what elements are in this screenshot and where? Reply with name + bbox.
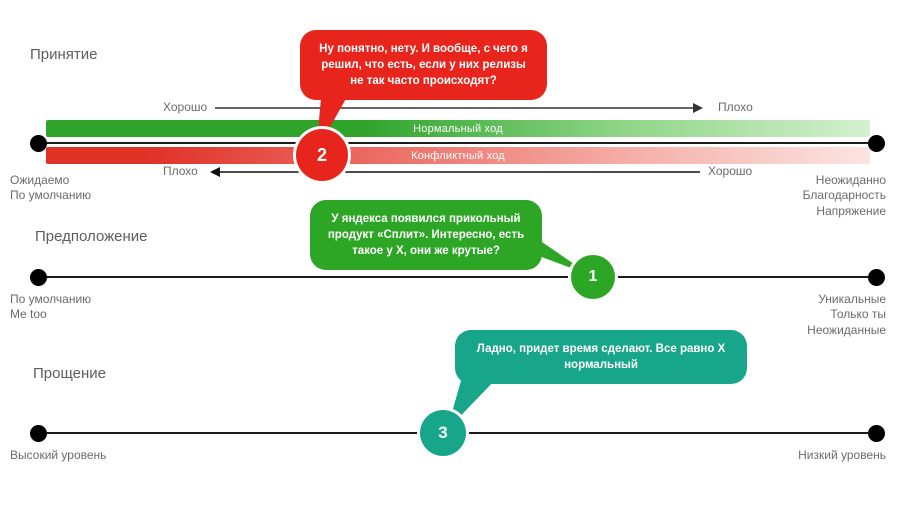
- callout-bubble-red: Ну понятно, нету. И вообще, с чего я реш…: [300, 30, 547, 101]
- callout-bubble-green: У яндекса появился прикольный продукт «С…: [310, 200, 542, 271]
- callout-bubble-teal-text: Ладно, придет время сделают. Все равно X…: [476, 343, 726, 372]
- conflict-course-bar: Конфликтный ход: [46, 147, 870, 164]
- forgiveness-axis-left-dot: [30, 425, 47, 442]
- assumption-axis-line: [38, 276, 876, 278]
- callout-bubble-teal: Ладно, придет время сделают. Все равно X…: [455, 330, 747, 385]
- callout-bubble-red-text: Ну понятно, нету. И вообще, с чего я реш…: [319, 43, 528, 88]
- forgiveness-right-caption: Низкий уровень: [798, 448, 886, 462]
- callout-marker-2-number: 2: [316, 144, 327, 165]
- acceptance-left-caption: Ожидаемо По умолчанию: [10, 173, 92, 203]
- callout-marker-1: 1: [571, 255, 615, 299]
- section-title-forgiveness: Прощение: [33, 365, 106, 382]
- forgiveness-axis-right-dot: [868, 425, 885, 442]
- top-scale-right-label: Плохо: [718, 100, 753, 114]
- section-title-assumption: Предположение: [35, 228, 148, 245]
- callout-marker-2: 2: [296, 129, 348, 181]
- acceptance-axis-right-dot: [868, 135, 885, 152]
- acceptance-axis-line: [38, 142, 876, 144]
- bad-to-good-arrowhead: [210, 167, 220, 177]
- assumption-left-caption: По умолчанию Me too: [10, 292, 92, 322]
- callout-marker-1-number: 1: [588, 268, 598, 285]
- normal-course-bar-label: Нормальный ход: [413, 122, 503, 135]
- assumption-right-caption: Уникальные Только ты Неожиданные: [807, 292, 886, 337]
- callout-marker-3-number: 3: [438, 423, 448, 442]
- section-title-acceptance: Принятие: [30, 46, 98, 63]
- assumption-axis-left-dot: [30, 269, 47, 286]
- callout-marker-3: 3: [420, 410, 466, 456]
- conflict-course-bar-label: Конфликтный ход: [411, 149, 505, 162]
- assumption-axis-right-dot: [868, 269, 885, 286]
- acceptance-axis-left-dot: [30, 135, 47, 152]
- top-scale-left-label: Хорошо: [163, 100, 208, 114]
- normal-course-bar: Нормальный ход: [46, 120, 870, 137]
- bottom-scale-left-label: Плохо: [163, 164, 198, 178]
- callout-bubble-green-text: У яндекса появился прикольный продукт «С…: [327, 213, 525, 258]
- acceptance-right-caption: Неожиданно Благодарность Напряжение: [802, 173, 886, 218]
- good-to-bad-arrowhead: [693, 103, 703, 113]
- forgiveness-left-caption: Высокий уровень: [10, 448, 107, 462]
- bottom-scale-right-label: Хорошо: [708, 164, 753, 178]
